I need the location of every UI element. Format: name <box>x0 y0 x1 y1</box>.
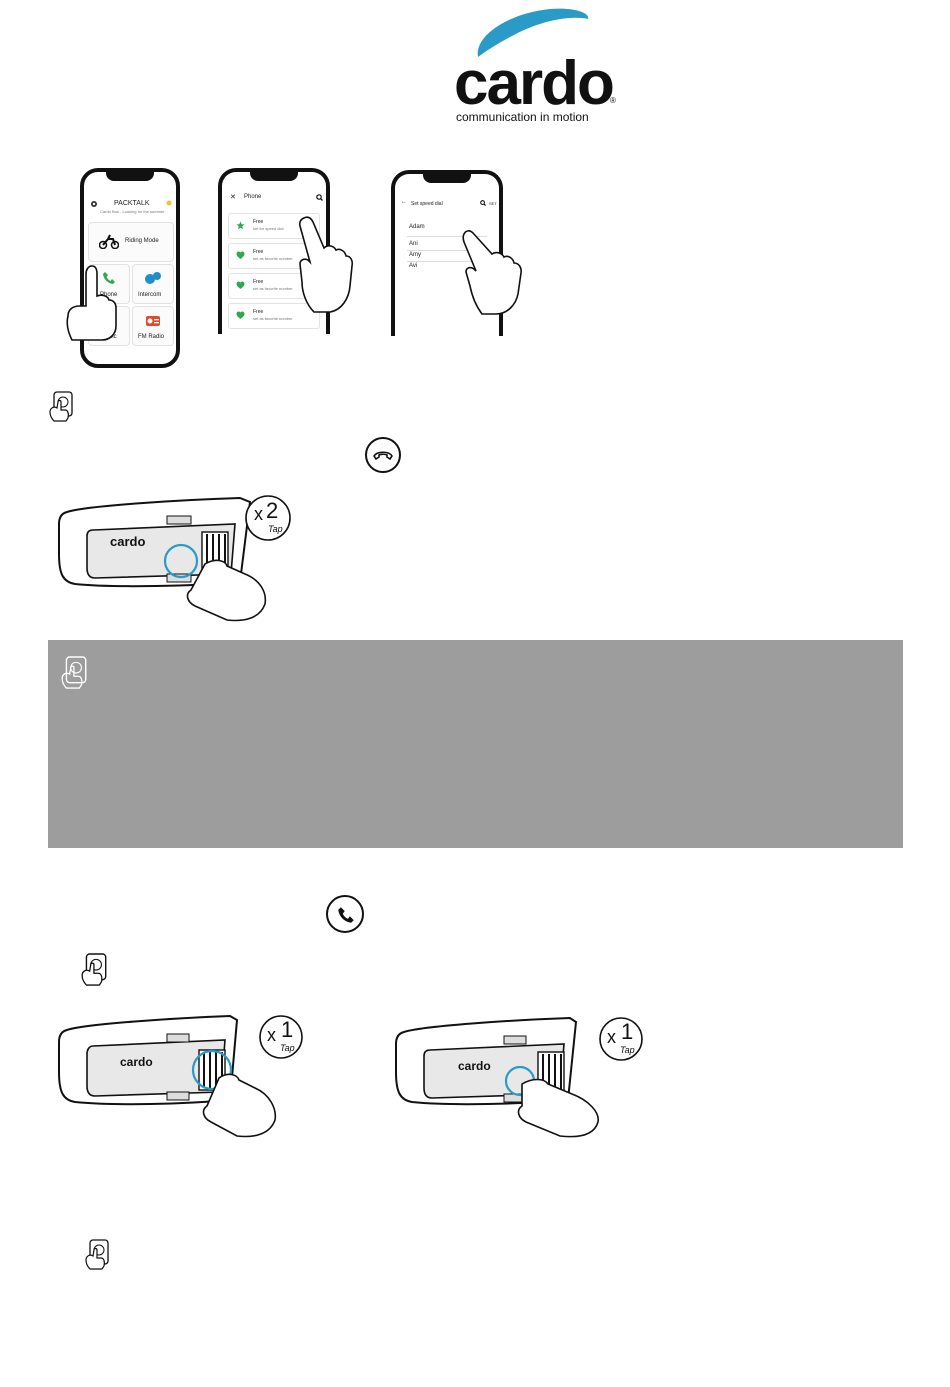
row-title: Free <box>253 279 264 285</box>
set-action[interactable]: SET <box>489 201 497 206</box>
heart-icon <box>236 311 245 319</box>
pointing-hand-icon <box>298 216 354 313</box>
heart-icon <box>236 281 245 289</box>
pointing-hand-icon <box>462 230 522 315</box>
heart-icon <box>236 251 245 259</box>
tap-circle-icon <box>599 1017 643 1061</box>
device-brand: cardo <box>120 1055 153 1069</box>
app-hand-icon <box>85 1239 109 1270</box>
contact-item[interactable]: Avi <box>409 263 418 269</box>
star-icon <box>166 200 172 206</box>
header-title: PACKTALK <box>114 200 150 207</box>
row-title: Free <box>253 309 264 315</box>
phone-notch <box>106 172 154 181</box>
tap-count: 1 <box>281 1017 294 1042</box>
back-arrow-icon[interactable]: ← <box>401 199 407 205</box>
call-button-icon <box>326 895 364 933</box>
headset-device-illustration <box>58 496 267 622</box>
tap-circle-icon <box>259 1015 303 1059</box>
fm-radio-tile[interactable]: FM Radio <box>132 306 174 346</box>
intercom-tile-label: Intercom <box>138 292 162 298</box>
headset-device-illustration <box>395 1016 599 1138</box>
row-subtitle: set for speed dial <box>253 226 284 231</box>
header-subtitle: Cardo Bus - Looking for the summer <box>100 209 165 214</box>
search-icon[interactable] <box>480 200 486 206</box>
phone-icon <box>103 272 115 284</box>
row-title: Free <box>253 219 264 225</box>
hang-up-icon <box>373 451 393 461</box>
app-hand-icon <box>81 953 107 986</box>
contact-divider <box>407 261 487 262</box>
logo-wordmark: cardo <box>454 49 615 118</box>
tap-count: 1 <box>621 1019 634 1044</box>
tap-x2-badge: x 2 Tap <box>244 494 292 542</box>
tap-label: Tap <box>620 1045 635 1055</box>
row-subtitle: set as favorite number <box>253 256 293 261</box>
star-icon <box>236 221 245 230</box>
close-icon[interactable]: ✕ <box>230 194 236 201</box>
tap-count: 2 <box>266 498 279 523</box>
row-subtitle: set as favorite number <box>253 316 293 321</box>
end-call-button-icon <box>365 437 401 473</box>
tap-x1-badge: x 1 Tap <box>598 1016 644 1062</box>
radio-icon <box>146 316 160 326</box>
pointing-hand-icon <box>66 265 117 341</box>
intercom-icon <box>145 272 161 284</box>
phone-notch <box>423 174 471 183</box>
tap-label: Tap <box>268 524 283 534</box>
note-box <box>48 640 903 848</box>
row-title: Free <box>253 249 264 255</box>
tap-x-mark: x <box>267 1025 276 1045</box>
intercom-tile[interactable]: Intercom <box>132 264 174 304</box>
contact-item[interactable]: Amy <box>409 252 421 258</box>
riding-mode-label: Riding Mode <box>125 238 159 244</box>
row-subtitle: set as favorite number <box>253 286 293 291</box>
tap-x-mark: x <box>607 1027 616 1047</box>
logo-registered-mark: ® <box>610 96 616 105</box>
phone-tile-label: Phone <box>100 292 118 298</box>
logo-swoosh-icon <box>477 8 589 57</box>
list-item[interactable]: Free set as favorite number <box>228 303 320 329</box>
contact-item[interactable]: Ani <box>409 241 418 247</box>
fm-radio-tile-label: FM Radio <box>138 334 165 340</box>
logo-tagline: communication in motion <box>456 110 589 124</box>
contact-divider <box>407 236 487 237</box>
tap-x1-badge: x 1 Tap <box>258 1014 304 1060</box>
tap-circle-icon <box>245 495 291 541</box>
gear-icon[interactable] <box>90 200 98 208</box>
contact-item[interactable]: Adam <box>409 224 425 230</box>
phone-icon <box>338 907 354 923</box>
device-brand: cardo <box>110 534 146 549</box>
phone-notch <box>250 172 298 181</box>
motorcycle-icon <box>99 234 119 249</box>
contact-divider <box>407 250 487 251</box>
app-hand-icon <box>61 656 87 689</box>
tap-label: Tap <box>280 1043 295 1053</box>
app-hand-icon <box>49 391 73 422</box>
riding-mode-tile[interactable]: Riding Mode <box>88 222 174 262</box>
tap-x-mark: x <box>254 504 263 524</box>
speed-dial-title: Set speed dial <box>411 201 443 207</box>
phone-list-title: Phone <box>244 194 262 200</box>
device-brand: cardo <box>458 1059 491 1073</box>
cardo-logo: cardo ® communication in motion <box>440 5 640 130</box>
headset-device-illustration <box>58 1014 277 1138</box>
phone-app-home: PACKTALK Cardo Bus - Looking for the sum… <box>80 168 180 368</box>
search-icon[interactable] <box>316 194 323 201</box>
